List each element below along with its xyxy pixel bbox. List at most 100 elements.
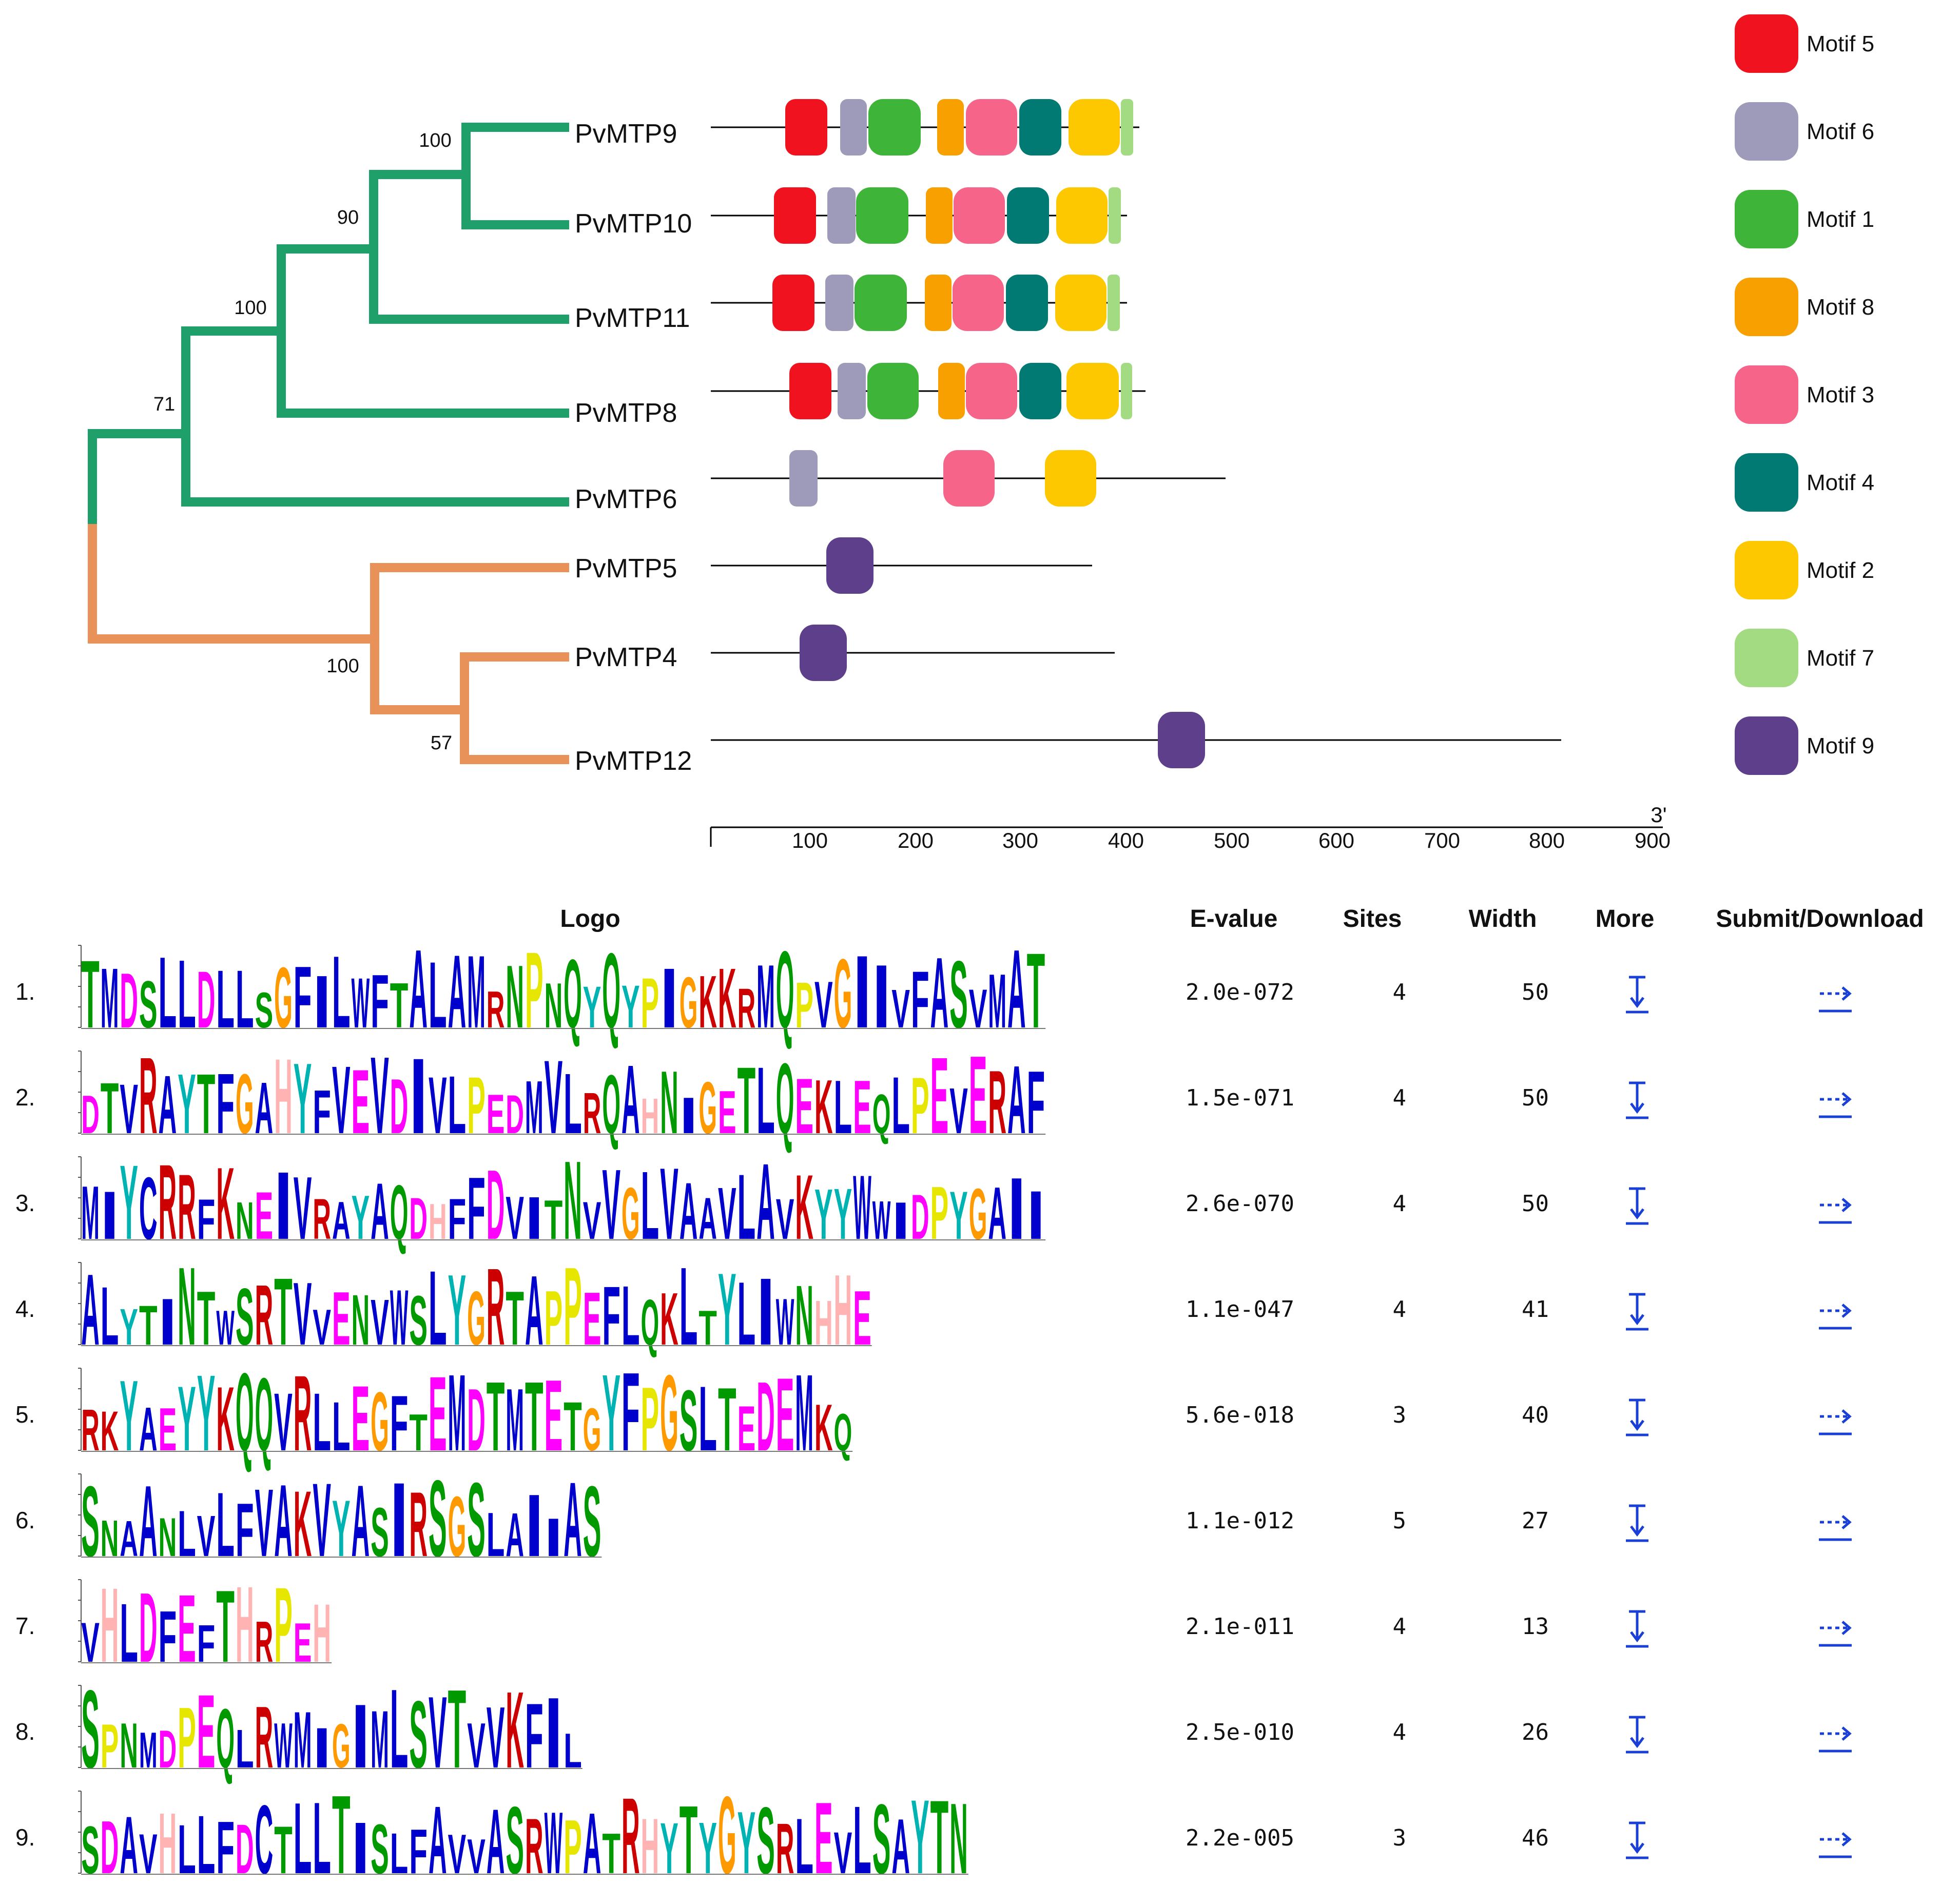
logo-letter: Q <box>236 1350 254 1474</box>
logo-letter: Y <box>294 1042 312 1154</box>
submit-icon-head <box>1841 1832 1852 1847</box>
submit-download-link[interactable] <box>1819 1409 1852 1435</box>
logo-letter: D <box>487 1149 505 1260</box>
submit-download-link[interactable] <box>1819 1092 1852 1118</box>
logo-letter: W <box>853 1156 871 1258</box>
logo-letter: I <box>545 1507 563 1568</box>
submit-download-link[interactable] <box>1819 1832 1852 1858</box>
logo-letter: L <box>236 954 254 1045</box>
axis-tick-label: 100 <box>792 828 828 852</box>
logo-letter: Y <box>448 1253 467 1366</box>
header-evalue: E-value <box>1190 905 1278 932</box>
logo-letter: P <box>274 1565 293 1684</box>
logo-letter: M <box>81 1170 100 1255</box>
row-width: 50 <box>1522 1191 1549 1217</box>
logo-letter: R <box>139 1035 158 1157</box>
row-evalue: 2.2e-005 <box>1186 1825 1294 1851</box>
logo-letter: N <box>506 947 524 1047</box>
header-sites: Sites <box>1343 905 1402 932</box>
motif-3-box <box>966 99 1017 156</box>
more-link[interactable] <box>1626 1187 1648 1225</box>
legend-label: Motif 2 <box>1807 558 1874 583</box>
logo-letter: Q <box>602 1058 620 1151</box>
more-link[interactable] <box>1626 976 1648 1014</box>
more-icon-arrow <box>1630 997 1644 1008</box>
logo-letter: D <box>236 1810 254 1889</box>
logo-letter: C <box>139 1158 158 1257</box>
more-icon-arrow <box>1630 1420 1644 1431</box>
row-sites: 5 <box>1393 1508 1407 1534</box>
more-link[interactable] <box>1626 1716 1648 1754</box>
legend-item: Motif 2 <box>1735 541 1874 599</box>
logo-letter: G <box>448 1479 467 1575</box>
logo-letter: Q <box>834 1403 852 1462</box>
axis-tick-label: 400 <box>1108 828 1144 852</box>
more-link[interactable] <box>1626 1504 1648 1542</box>
more-link[interactable] <box>1626 1821 1648 1859</box>
logo-letter: A <box>525 1255 544 1366</box>
legend-label: Motif 6 <box>1807 119 1874 144</box>
logo-letter: V <box>602 1149 620 1260</box>
logo-letter: T <box>737 1047 756 1153</box>
logo-letter: I <box>352 1808 370 1890</box>
submit-download-link[interactable] <box>1819 1304 1852 1330</box>
logo-letter: F <box>197 1188 216 1251</box>
legend-label: Motif 9 <box>1807 733 1874 759</box>
logo-letter: Y <box>120 1359 138 1471</box>
logo-letter: D <box>506 1083 524 1145</box>
bootstrap-value: 71 <box>153 394 175 415</box>
submit-icon-head <box>1841 1409 1852 1424</box>
more-link[interactable] <box>1626 1610 1648 1648</box>
submit-download-link[interactable] <box>1819 1621 1852 1647</box>
logo-letter: L <box>332 935 351 1050</box>
logo-letter: R <box>178 1155 196 1259</box>
more-link[interactable] <box>1626 1398 1648 1436</box>
motif-2-box <box>1069 99 1120 156</box>
logo-letter: A <box>429 1786 447 1894</box>
logo-letter: F <box>390 1380 409 1468</box>
logo-letter: F <box>409 1816 428 1887</box>
logo-letter: N <box>159 1506 177 1568</box>
row-width: 40 <box>1522 1402 1549 1428</box>
logo-letter: L <box>159 936 177 1050</box>
logo-letter: V <box>197 1503 216 1568</box>
logo-letter: V <box>429 1676 447 1790</box>
logo-letter: P <box>795 969 813 1042</box>
motif-9-box <box>800 625 847 681</box>
more-link[interactable] <box>1626 1081 1648 1119</box>
logo-letter: T <box>1027 930 1045 1050</box>
logo-letter: D <box>101 1805 119 1890</box>
row-width: 13 <box>1522 1614 1549 1640</box>
row-width: 46 <box>1522 1825 1549 1851</box>
submit-download-link[interactable] <box>1819 1515 1852 1541</box>
logo-letter: L <box>390 1666 409 1792</box>
logo-letter: K <box>506 1669 524 1791</box>
logo-letter: V <box>467 1829 486 1884</box>
logo-letter: V <box>660 1148 678 1261</box>
logo-letter: P <box>101 1712 119 1781</box>
orange-clade <box>88 524 569 764</box>
logo-letter: A <box>332 1191 351 1250</box>
submit-download-link[interactable] <box>1819 986 1852 1013</box>
more-icon-arrow <box>1630 1525 1644 1537</box>
logo-letter: H <box>313 1587 331 1679</box>
motif-6-box <box>840 99 867 156</box>
logo-letter: I <box>525 1475 544 1575</box>
logo-letter: T <box>390 969 409 1041</box>
logo-letter: L <box>622 1268 640 1363</box>
logo-letter: L <box>216 954 235 1045</box>
legend-swatch <box>1735 14 1798 73</box>
submit-icon-head <box>1841 1621 1852 1635</box>
logo-letter: V <box>120 1070 138 1149</box>
more-link[interactable] <box>1626 1293 1648 1331</box>
logo-letter: I <box>660 951 678 1046</box>
axis-tick-label: 500 <box>1214 828 1250 852</box>
submit-download-link[interactable] <box>1819 1198 1852 1224</box>
logo-letter: Q <box>390 1169 409 1256</box>
logo-letter: I <box>1027 1177 1045 1254</box>
logo-letter: F <box>313 1078 331 1147</box>
submit-download-link[interactable] <box>1819 1726 1852 1753</box>
